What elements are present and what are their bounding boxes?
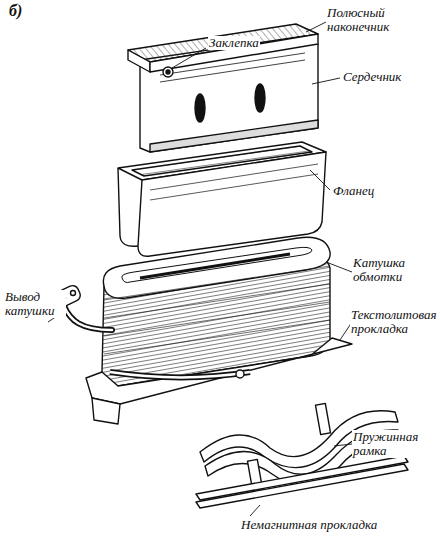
part-label: Сердечник: [342, 70, 402, 84]
part-label: Заклепка: [208, 36, 260, 50]
part-label: Вывод катушки: [4, 290, 66, 318]
part-label: Фланец: [332, 184, 375, 198]
part-label: Текстолитовая прокладка: [350, 308, 436, 336]
figure-letter: б): [8, 4, 23, 18]
part-label: Немагнитная прокладка: [240, 518, 378, 532]
part-label: Катушка обмотки: [352, 256, 436, 284]
part-label: Пружинная рамка: [352, 430, 436, 458]
part-label: Полюсный наконечник: [326, 6, 436, 34]
